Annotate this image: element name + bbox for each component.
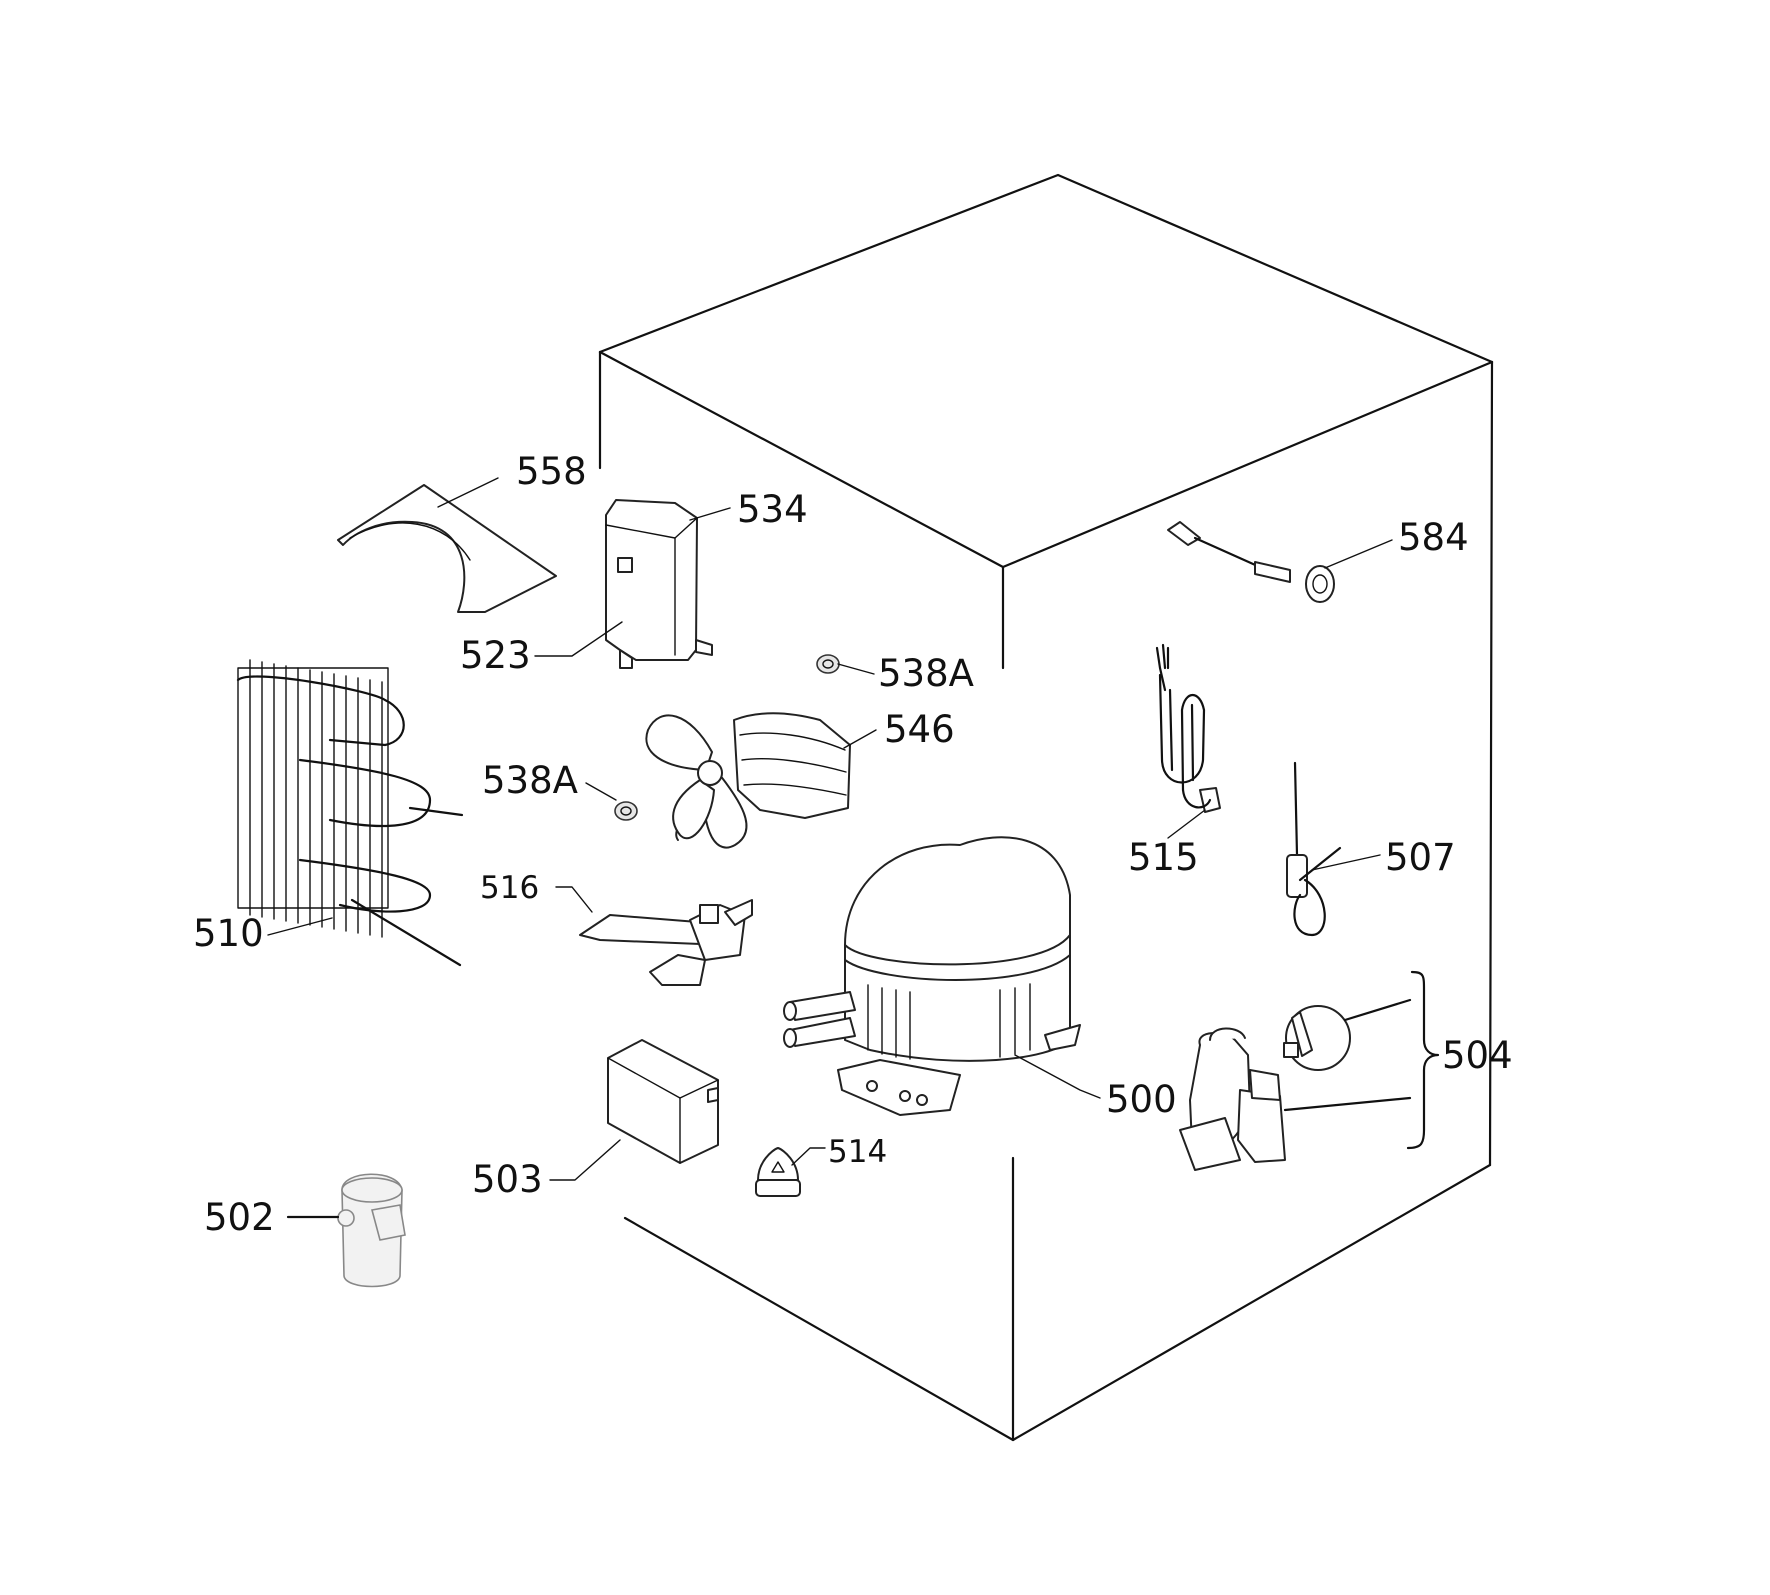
- leader-546: [843, 729, 877, 749]
- part-538a-grommet-left: [614, 801, 638, 821]
- leader-534: [689, 507, 731, 521]
- part-538a-grommet-top: [816, 654, 840, 674]
- leader-504-lower: [1283, 1096, 1412, 1112]
- cabinet-outline: [598, 173, 1494, 1442]
- leader-523: [534, 621, 623, 657]
- part-516-bracket: [579, 899, 753, 986]
- leader-514: [791, 1147, 826, 1166]
- label-516: 516: [480, 870, 539, 906]
- label-523: 523: [460, 634, 531, 677]
- label-534: 534: [737, 488, 808, 531]
- label-504: 504: [1442, 1034, 1513, 1077]
- label-510: 510: [193, 912, 264, 955]
- leader-500: [1014, 1054, 1101, 1099]
- label-584: 584: [1398, 516, 1469, 559]
- label-546: 546: [884, 708, 955, 751]
- label-515: 515: [1128, 836, 1199, 879]
- leader-558: [437, 477, 499, 508]
- leader-584: [1324, 539, 1393, 569]
- brace-504: [1406, 970, 1440, 1150]
- label-502: 502: [204, 1196, 275, 1239]
- leader-510: [267, 917, 333, 936]
- leader-507: [1311, 854, 1381, 871]
- part-558-deflector: [337, 484, 557, 613]
- label-538a-left: 538A: [482, 759, 578, 802]
- part-515-heater: [1155, 643, 1221, 813]
- part-503-box: [607, 1039, 719, 1164]
- label-538a-top: 538A: [878, 652, 974, 695]
- leader-504-upper: [1343, 998, 1412, 1022]
- label-503: 503: [472, 1158, 543, 1201]
- leader-538a-top: [837, 663, 875, 675]
- part-504-relay-group: [1179, 1005, 1351, 1171]
- part-500-compressor: [783, 836, 1081, 1116]
- part-534-523-cover: [605, 499, 713, 669]
- part-507-probe: [1286, 761, 1342, 937]
- leader-538a-left: [585, 782, 617, 801]
- label-507: 507: [1385, 836, 1456, 879]
- label-514: 514: [828, 1134, 887, 1170]
- part-510-condenser: [236, 659, 464, 967]
- leader-516: [555, 886, 593, 913]
- part-514-grommet: [755, 1147, 801, 1197]
- part-546-fan-motor: [645, 712, 851, 849]
- leader-515: [1167, 809, 1206, 839]
- part-584-sensor: [1167, 521, 1335, 603]
- label-558: 558: [516, 450, 587, 493]
- leader-503: [549, 1139, 621, 1181]
- label-500: 500: [1106, 1078, 1177, 1121]
- part-502-drier: [337, 1173, 406, 1288]
